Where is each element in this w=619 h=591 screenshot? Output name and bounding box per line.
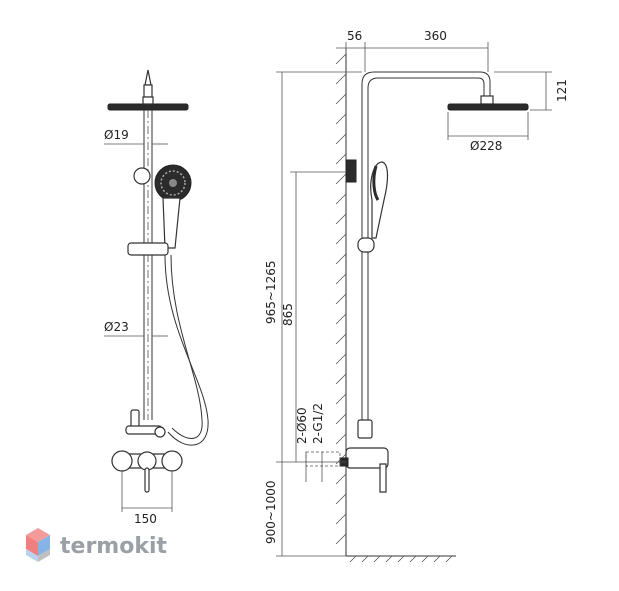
- brand-logo: termokit: [26, 528, 167, 562]
- front-head-nut: [142, 96, 154, 105]
- side-mixer-handle: [379, 463, 387, 493]
- front-hose-connector: [154, 426, 166, 438]
- brand-name: termokit: [60, 534, 167, 559]
- side-riser-outer: [361, 71, 491, 420]
- front-mixer-right-flange: [161, 450, 183, 472]
- dia23-label: Ø23: [104, 320, 129, 334]
- wall-hatch: [335, 53, 347, 545]
- thread-label: 2-G1/2: [311, 403, 325, 444]
- front-mixer-cartridge: [137, 451, 157, 471]
- dim965-label: 965~1265: [264, 261, 278, 325]
- dim900-label: 900~1000: [264, 481, 278, 545]
- side-head-connector: [480, 95, 494, 105]
- side-view: 56 360 121 Ø228 965~1265: [264, 29, 569, 563]
- front-hand-shower-nozzles: [160, 170, 186, 196]
- side-hand-shower-face: [372, 165, 380, 201]
- front-top-tip: [144, 69, 152, 86]
- side-wall-bracket: [345, 159, 357, 183]
- side-diverter: [357, 419, 373, 439]
- front-hand-shower-center: [169, 179, 177, 187]
- dim60-label: 2-Ø60: [295, 407, 309, 444]
- dim56-label: 56: [347, 29, 362, 43]
- front-shower-head: [107, 103, 189, 111]
- front-hand-shower-handle: [162, 197, 181, 249]
- dim121-label: 121: [555, 79, 569, 102]
- dim360-label: 360: [424, 29, 447, 43]
- width150-label: 150: [134, 512, 157, 526]
- front-mixer-left-flange: [111, 450, 133, 472]
- front-mixer-handle: [144, 467, 150, 493]
- front-top-connector: [143, 84, 153, 98]
- dim865-label: 865: [281, 303, 295, 326]
- front-hose-inner: [170, 254, 203, 439]
- side-shower-head: [447, 103, 529, 111]
- side-eccentric-connector: [305, 451, 341, 467]
- dia19-label: Ø19: [104, 128, 129, 142]
- front-hose-outer: [164, 254, 209, 446]
- side-slider: [357, 237, 375, 253]
- front-holder-bracket: [133, 167, 151, 185]
- front-slider: [127, 242, 169, 256]
- front-view: Ø19 Ø23 150: [104, 69, 209, 526]
- floor-hatch: [349, 555, 453, 563]
- brand-cube-icon: [26, 528, 50, 562]
- side-riser-inner: [367, 77, 485, 420]
- dim228-label: Ø228: [470, 139, 502, 153]
